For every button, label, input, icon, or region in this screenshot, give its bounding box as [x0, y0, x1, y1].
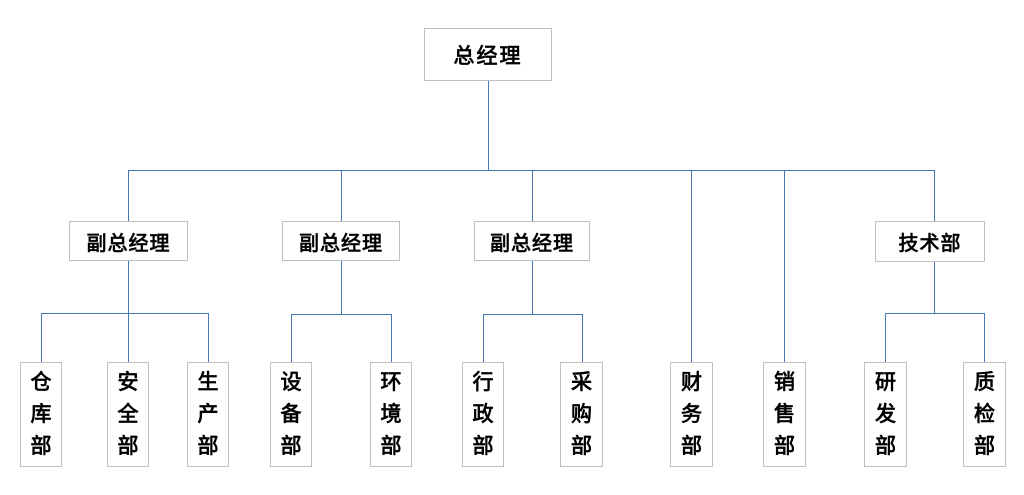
connector-g2-rail: [291, 314, 391, 315]
node-tech-dept: 技术部: [875, 221, 985, 262]
connector-tech-drop: [934, 170, 935, 221]
connector-g3-rail: [483, 314, 582, 315]
dept-qc-label: 质检部: [973, 370, 995, 458]
dept-finance-label: 财务部: [680, 370, 702, 458]
dept-qc: 质检部: [963, 362, 1006, 467]
connector-root-drop: [488, 81, 489, 170]
dept-environment-label: 环境部: [380, 370, 402, 458]
dept-production-label: 生产部: [197, 370, 219, 458]
connector-sales-drop: [784, 170, 785, 362]
dept-sales: 销售部: [763, 362, 806, 467]
node-general-manager: 总经理: [424, 28, 552, 81]
connector-g2-drop2: [391, 314, 392, 362]
dept-safety: 安全部: [107, 362, 149, 467]
connector-branch1-drop: [128, 170, 129, 221]
dept-equipment-label: 设备部: [280, 370, 302, 458]
connector-finance-drop: [691, 170, 692, 362]
connector-branch3-drop: [532, 170, 533, 221]
connector-g1-stem: [128, 261, 129, 313]
dept-admin: 行政部: [462, 362, 504, 467]
node-vice-gm-2-label: 副总经理: [299, 232, 383, 255]
dept-rnd: 研发部: [864, 362, 907, 467]
dept-procurement-label: 采购部: [570, 370, 592, 458]
connector-g4-rail: [885, 313, 984, 314]
connector-g2-drop1: [291, 314, 292, 362]
node-vice-gm-1: 副总经理: [69, 221, 188, 261]
dept-procurement: 采购部: [560, 362, 603, 467]
dept-finance: 财务部: [670, 362, 713, 467]
connector-g1-rail: [41, 313, 208, 314]
dept-rnd-label: 研发部: [874, 370, 896, 458]
node-general-manager-label: 总经理: [453, 44, 523, 68]
dept-admin-label: 行政部: [472, 370, 494, 458]
dept-safety-label: 安全部: [117, 370, 139, 458]
connector-g4-drop1: [885, 313, 886, 362]
connector-branch2-drop: [341, 170, 342, 221]
node-vice-gm-3-label: 副总经理: [490, 232, 574, 255]
connector-g2-stem: [341, 261, 342, 314]
connector-g1-drop1: [41, 313, 42, 362]
dept-equipment: 设备部: [270, 362, 312, 467]
dept-sales-label: 销售部: [773, 370, 795, 458]
connector-g1-drop3: [208, 313, 209, 362]
dept-environment: 环境部: [370, 362, 412, 467]
dept-warehouse-label: 仓库部: [30, 370, 52, 458]
dept-production: 生产部: [187, 362, 229, 467]
connector-g3-drop2: [582, 314, 583, 362]
connector-g3-stem: [532, 261, 533, 314]
connector-g3-drop1: [483, 314, 484, 362]
connector-g4-stem: [934, 262, 935, 313]
node-vice-gm-3: 副总经理: [474, 221, 590, 261]
node-tech-dept-label: 技术部: [898, 233, 962, 255]
dept-warehouse: 仓库部: [20, 362, 62, 467]
connector-g4-drop2: [984, 313, 985, 362]
connector-g1-drop2: [128, 313, 129, 362]
node-vice-gm-1-label: 副总经理: [86, 232, 171, 255]
connector-main-rail: [128, 170, 935, 171]
node-vice-gm-2: 副总经理: [282, 221, 400, 261]
